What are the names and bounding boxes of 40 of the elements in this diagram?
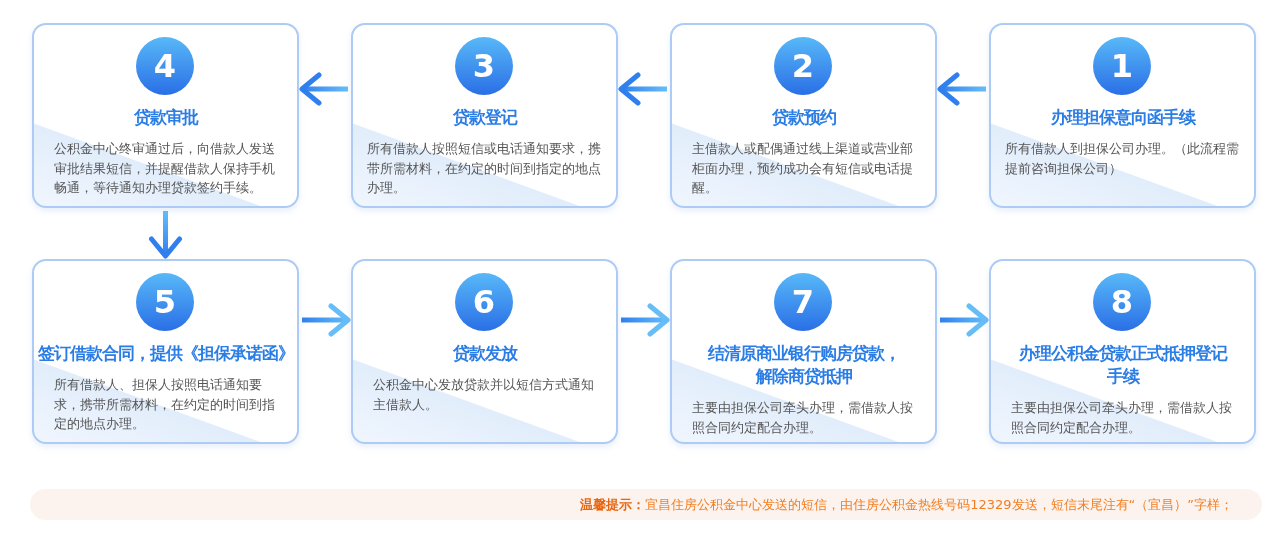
number-circle: 2 [774, 37, 832, 95]
step-card [351, 23, 618, 208]
number-circle: 4 [136, 37, 194, 95]
number-circle: 7 [774, 273, 832, 331]
arrow [940, 303, 989, 337]
arrow [618, 72, 667, 106]
step-title: 贷款预约 [770, 106, 837, 129]
step-description: 主借款人或配偶通过线上渠道或营业部柜面办理，预约成功会有短信或电话提醒。 [691, 140, 914, 197]
number-circle: 8 [1093, 273, 1151, 331]
notice-text: 温馨提示：宜昌住房公积金中心发送的短信，由住房公积金热线号码12329发送，短信末尾注有“（宜昌）”字样； [580, 496, 1233, 514]
arrow [149, 211, 182, 259]
step-title: 贷款发放 [451, 342, 518, 365]
step-description: 所有借款人按照短信或电话通知要求，携带所需材料，在约定的时间到指定的地点办理。 [366, 140, 602, 197]
number-circle: 5 [136, 273, 194, 331]
number-circle: 6 [455, 273, 513, 331]
arrow [621, 303, 670, 337]
step-description: 主要由担保公司牵头办理，需借款人按照合同约定配合办理。 [691, 399, 914, 437]
arrow [937, 72, 986, 106]
step-description: 公积金中心终审通过后，向借款人发送审批结果短信，并提醒借款人保持手机畅通，等待通知办理贷款签约手续。 [53, 140, 276, 197]
step-title: 贷款登记 [451, 106, 518, 129]
step-card [670, 23, 937, 208]
step-title: 贷款审批 [132, 106, 199, 129]
step-description: 主要由担保公司牵头办理，需借款人按照合同约定配合办理。 [1010, 399, 1233, 437]
step-card [351, 259, 618, 444]
arrow [302, 303, 351, 337]
number-circle: 1 [1093, 37, 1151, 95]
step-description: 公积金中心发放贷款并以短信方式通知主借款人。 [372, 376, 595, 414]
step-card [32, 259, 299, 444]
step-title: 签订借款合同，提供《担保承诺函》 [36, 342, 295, 365]
step-description: 所有借款人到担保公司办理。（此流程需提前咨询担保公司） [1004, 140, 1240, 178]
step-title: 办理公积金贷款正式抵押登记手续 [1017, 342, 1228, 388]
step-card [989, 23, 1256, 208]
step-description: 所有借款人、担保人按照电话通知要求，携带所需材料，在约定的时间到指定的地点办理。 [53, 376, 276, 433]
step-title: 办理担保意向函手续 [1049, 106, 1196, 129]
step-title: 结清原商业银行购房贷款，解除商贷抵押 [706, 342, 901, 388]
step-card [32, 23, 299, 208]
arrow [299, 72, 348, 106]
step-card [989, 259, 1256, 444]
number-circle: 3 [455, 37, 513, 95]
step-card [670, 259, 937, 444]
